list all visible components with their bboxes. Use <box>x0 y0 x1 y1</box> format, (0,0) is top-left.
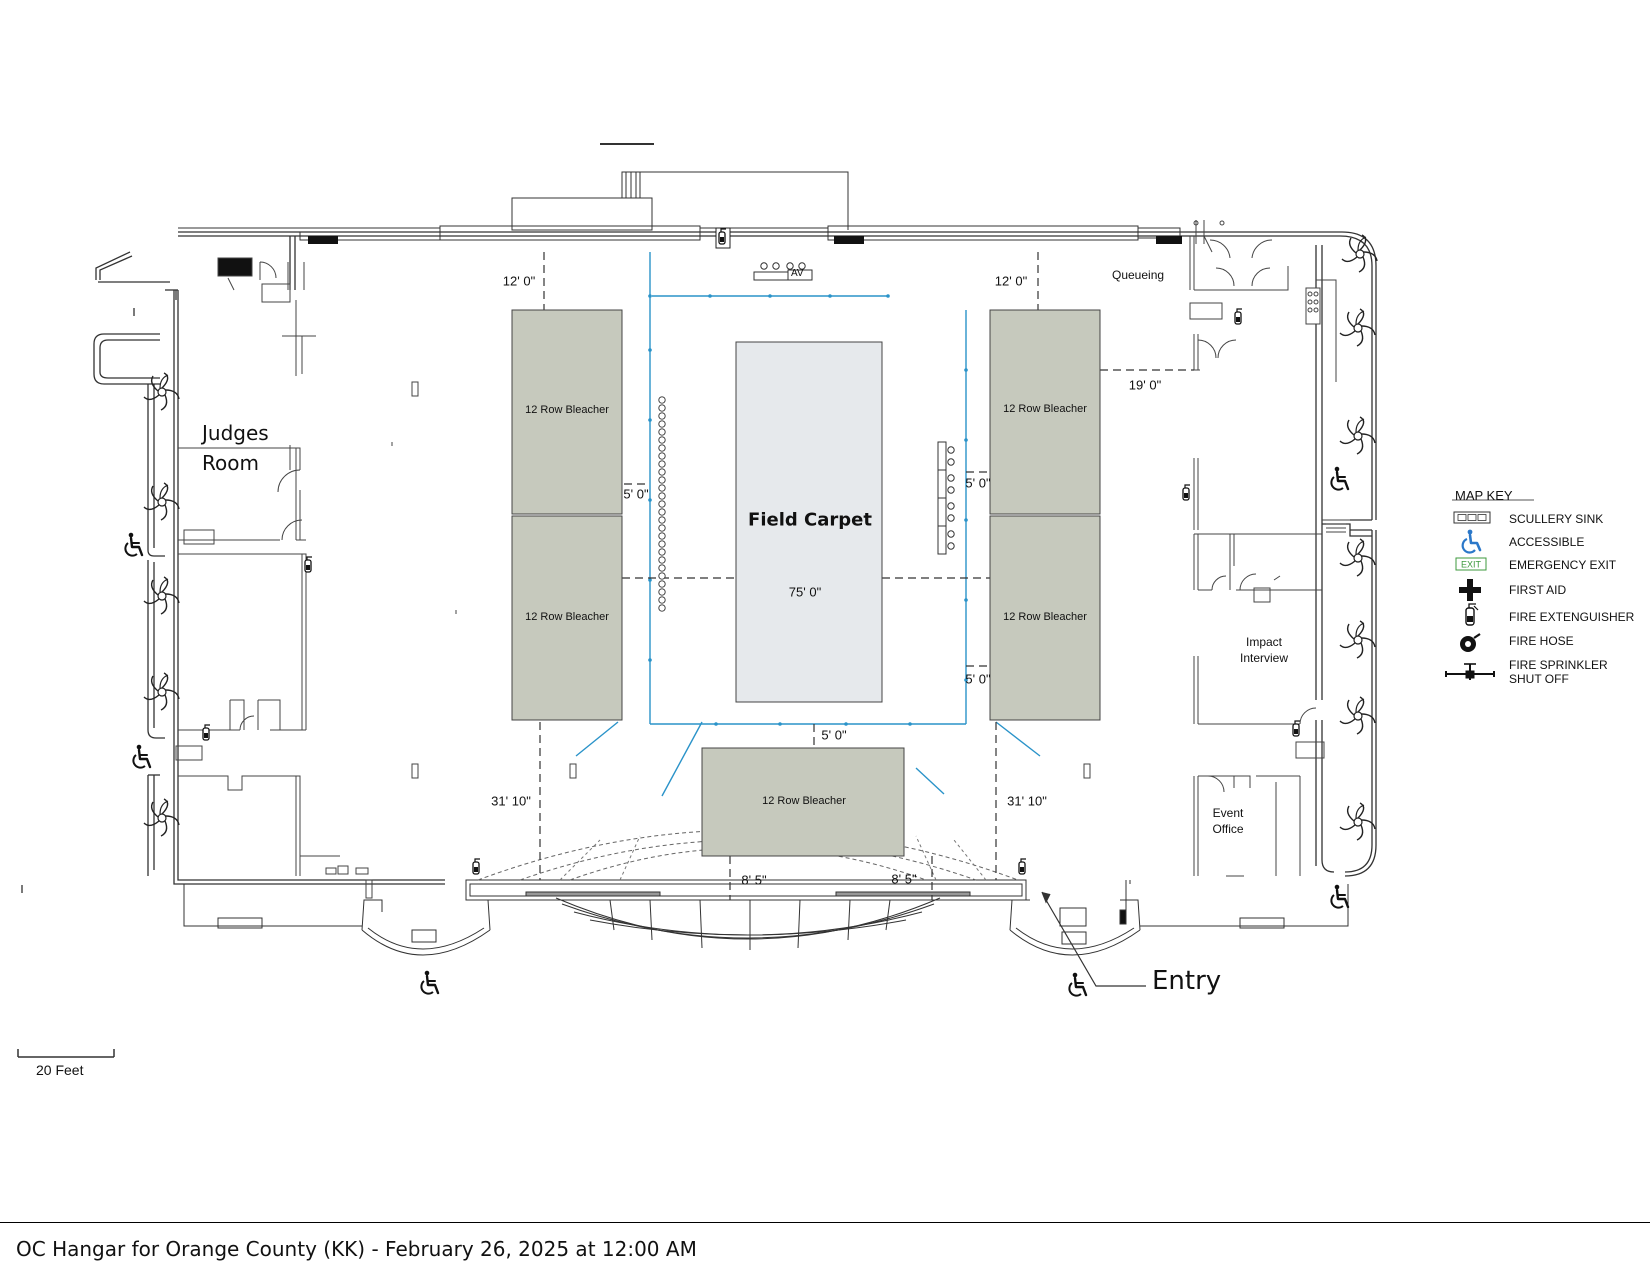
av-label: AV <box>791 268 804 279</box>
scale-bar <box>17 1049 115 1058</box>
accessible-icon <box>420 969 440 995</box>
bleacher-label: 12 Row Bleacher <box>1003 611 1087 623</box>
map-key-label: EMERGENCY EXIT <box>1509 558 1617 572</box>
map-key-title: MAP KEY <box>1455 488 1513 503</box>
doors-top <box>308 227 1182 249</box>
fire-hose-icon <box>1460 633 1481 652</box>
roof-lines <box>178 143 1181 241</box>
map-key-label: ACCESSIBLE <box>1509 535 1585 549</box>
bleacher-bottom-center <box>701 747 905 857</box>
av-table <box>753 262 813 281</box>
fire-sprinkler-shutoff-icon <box>1445 663 1495 680</box>
footer-divider <box>0 1222 1650 1223</box>
exit-badge-text: EXIT <box>1461 560 1482 570</box>
bleacher-label: 12 Row Bleacher <box>762 795 846 807</box>
dimension-label: 5' 0" <box>965 475 991 491</box>
bleacher-label: 12 Row Bleacher <box>525 404 609 416</box>
dimension-label: 5' 0" <box>965 671 991 687</box>
scullery-sink-icon <box>1453 511 1491 524</box>
dimension-label: 19' 0" <box>1128 377 1162 393</box>
map-key-label: FIRE HOSE <box>1509 634 1574 648</box>
dimension-label: 31' 10" <box>491 793 531 809</box>
scale-label: 20 Feet <box>36 1062 84 1078</box>
dimension-label: 8' 5" <box>741 872 767 888</box>
judges-room-label: Judges Room <box>202 421 269 475</box>
field-carpet <box>735 341 883 703</box>
bleacher-top-right <box>989 309 1101 515</box>
fire-extinguisher-icon <box>1018 858 1027 875</box>
bleacher-top-left <box>511 309 623 515</box>
bleacher-label: 12 Row Bleacher <box>525 611 609 623</box>
accessible-icon <box>1461 529 1482 554</box>
map-key-label: FIRE SPRINKLER SHUT OFF <box>1509 658 1608 686</box>
dimension-label: 5' 0" <box>821 727 847 743</box>
fire-extinguisher-icon <box>1234 308 1243 325</box>
bleacher-bottom-left <box>511 515 623 721</box>
dimension-label: 31' 10" <box>1007 793 1047 809</box>
map-key-label: SCULLERY SINK <box>1509 512 1604 526</box>
field-boundary-ticks <box>648 294 968 726</box>
dimension-label: 8' 5" <box>891 871 917 887</box>
field-carpet-label: Field Carpet <box>748 509 872 531</box>
accessible-icon <box>132 743 152 769</box>
first-aid-icon <box>1459 579 1481 601</box>
queueing-label: Queueing <box>1112 268 1165 282</box>
fire-extinguisher-icon <box>1292 720 1301 737</box>
bleacher-bottom-right <box>989 515 1101 721</box>
fire-extinguisher-icon <box>472 858 481 875</box>
event-office-label: Event Office <box>1212 806 1244 836</box>
emergency-exit-icon: EXIT <box>1455 557 1487 571</box>
building-walls <box>21 231 1377 893</box>
accessible-icon <box>1068 971 1088 997</box>
accessible-icon <box>1330 465 1350 491</box>
accessible-icon <box>124 531 144 557</box>
footer-caption: OC Hangar for Orange County (KK) - Febru… <box>16 1237 697 1261</box>
dimension-label: 5' 0" <box>623 486 649 502</box>
entry-arrow <box>1041 891 1146 987</box>
dimension-label: 75' 0" <box>788 584 822 600</box>
accessible-icon <box>1330 883 1350 909</box>
fire-extinguisher-icon <box>1465 603 1479 626</box>
right-rooms <box>1189 220 1350 877</box>
map-key-label: FIRE EXTENGUISHER <box>1509 610 1635 624</box>
bleacher-label: 12 Row Bleacher <box>1003 403 1087 415</box>
fire-extinguisher-icon <box>202 724 211 741</box>
field-boundary <box>575 252 1041 797</box>
dimension-label: 12' 0" <box>994 273 1028 289</box>
fire-extinguisher-icon <box>1182 484 1191 501</box>
judge-tables <box>937 441 955 555</box>
chairs-left <box>658 396 666 612</box>
dimension-label: 12' 0" <box>502 273 536 289</box>
map-key-label: FIRST AID <box>1509 583 1567 597</box>
bleacher-areas <box>511 309 1101 857</box>
map-key-icons: EXIT <box>1445 499 1534 680</box>
entry-label: Entry <box>1152 966 1222 996</box>
impact-interview-label: Impact Interview <box>1239 635 1289 665</box>
